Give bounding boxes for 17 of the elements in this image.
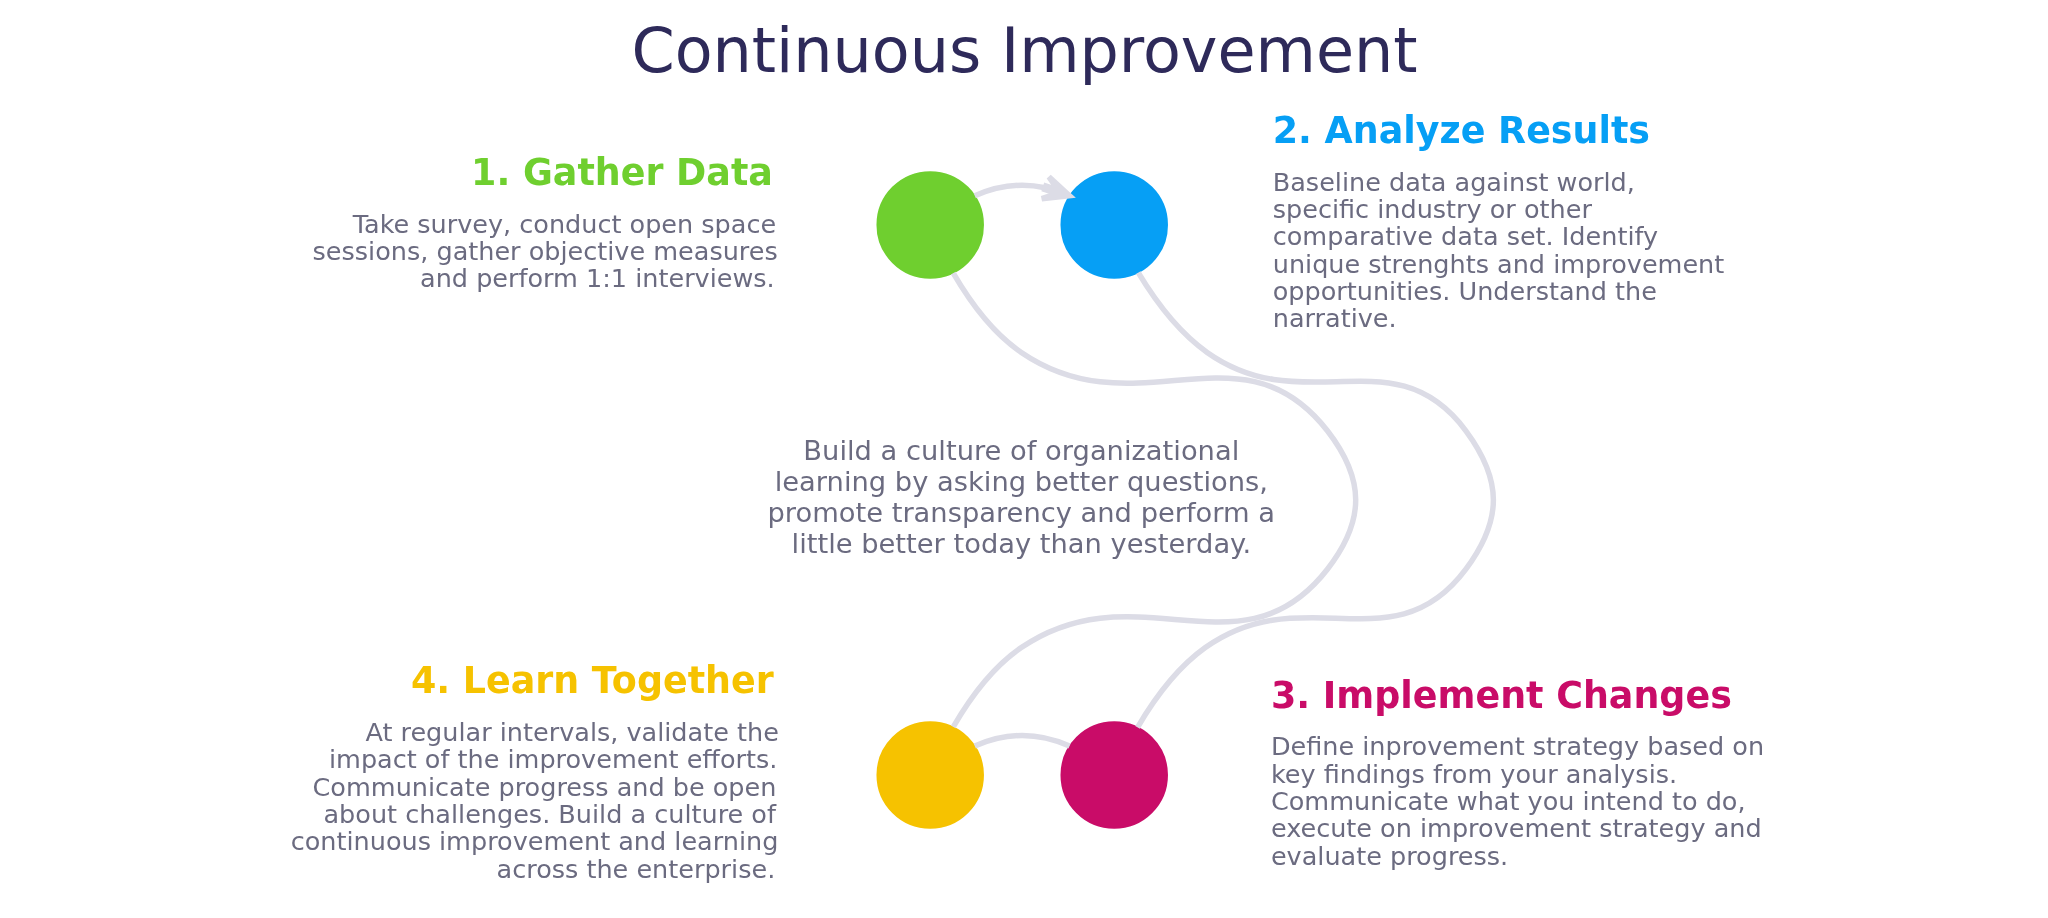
node-label: At regular intervals, validate the impact of the improvement efforts. Communicate progress and be open about challenges. Build a culture of continuous improvement and learning across the enterprise.	[290, 716, 779, 884]
node-circle	[875, 721, 984, 829]
node-label: Baseline data against world, specific industry or other comparative data set. Identify unique strenghts and improvement opportunities. Understand the narrative.	[1272, 166, 1724, 334]
node-label: 4. Learn Together	[410, 659, 774, 703]
node-label: 2. Analyze Results	[1272, 108, 1650, 152]
node-circle	[1060, 721, 1168, 829]
connector	[1134, 271, 1496, 729]
connector	[973, 732, 1071, 749]
node-label: 3. Implement Changes	[1270, 673, 1732, 717]
diagram-title: Continuous Improvement	[630, 15, 1418, 88]
connector	[950, 271, 1358, 729]
node-label: 1. Gather Data	[470, 150, 773, 194]
node-label: Define inprovement strategy based on key findings from your analysis. Communicate what you intend to do, execute on improvement strategy and evaluate progress.	[1270, 731, 1764, 871]
node-circle	[875, 171, 984, 279]
node-circle	[1060, 171, 1168, 279]
label: Build a culture of organizational learning by asking better questions, promote transparency and perform a little better today than yesterday.	[767, 434, 1275, 559]
node-label: Take survey, conduct open space sessions, gather objective measures and perform 1:1 interviews.	[312, 208, 778, 294]
